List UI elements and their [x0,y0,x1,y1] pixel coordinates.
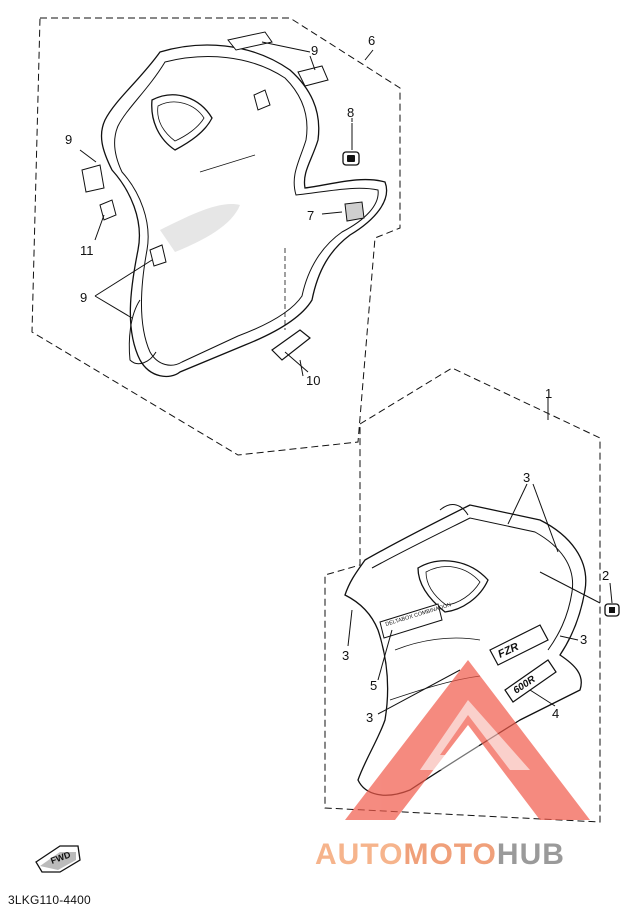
fwd-arrow-icon: FWD [35,845,81,873]
inner-panel-group-boundary [31,17,401,456]
callout-3d: 3 [366,710,373,725]
callout-3c: 3 [342,648,349,663]
clip-9-left [79,149,117,241]
callout-6: 6 [368,33,375,48]
air-duct-opening [151,94,213,151]
callout-9a: 9 [311,43,318,58]
watermark-part-3: HUB [496,838,565,871]
cowling-duct [417,560,489,613]
callout-7: 7 [307,208,314,223]
callout-1: 1 [545,386,552,401]
leader-lines-3 [299,49,601,715]
grommet-8 [342,123,360,166]
callout-3b: 3 [580,632,587,647]
clip-9-lower [94,244,167,319]
watermark-part-1: AUTO [315,838,404,871]
side-shading [160,204,240,252]
nut-2 [604,582,620,617]
cowling-group-boundary [324,367,601,823]
damper-10 [271,329,311,373]
watermark-part-2: MOTO [403,838,497,871]
callout-9b: 9 [65,132,72,147]
watermark-logo [345,660,590,820]
callout-2: 2 [602,568,609,583]
callout-9c: 9 [80,290,87,305]
watermark-text: AUTOMOTOHUB [315,838,565,872]
callout-3a: 3 [523,470,530,485]
callout-10: 10 [306,373,320,388]
callout-11: 11 [80,243,94,258]
part-code: 3LKG110-4400 [8,893,91,907]
callout-8: 8 [347,105,354,120]
callout-4: 4 [552,706,559,721]
emblem-4: FZR 600R [489,624,557,703]
callout-5: 5 [370,678,377,693]
clip-9-top [227,31,329,111]
sponge-7 [321,201,365,222]
cowling-drawing [344,504,587,796]
inner-panel-drawing [100,44,388,378]
